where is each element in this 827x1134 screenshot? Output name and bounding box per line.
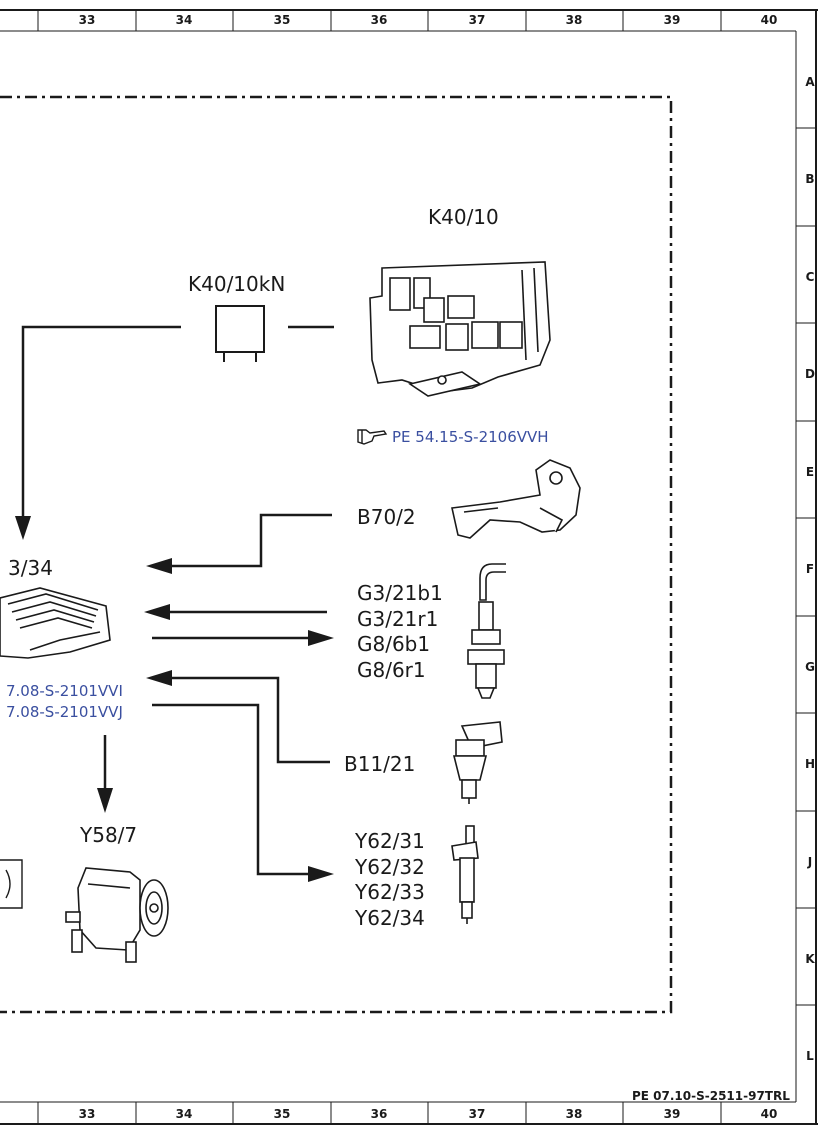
drawing-frame <box>0 9 818 1125</box>
column-label-bottom: 37 <box>468 1107 486 1121</box>
temperature-sensor-icon <box>452 721 503 804</box>
row-label: E <box>805 465 815 479</box>
column-label-bottom: 33 <box>78 1107 96 1121</box>
hand-pointer-icon <box>357 429 388 445</box>
component-label-b70-2: B70/2 <box>357 505 416 529</box>
component-label-ecu: 3/34 <box>8 556 53 580</box>
row-label: J <box>807 855 813 869</box>
component-label-k40-10: K40/10 <box>428 205 499 229</box>
relay-k40-10kn-icon <box>215 305 265 362</box>
row-label: C <box>805 270 815 284</box>
connector-stub-icon <box>0 859 23 909</box>
fuse-relay-module-icon <box>369 261 551 397</box>
reference-link-fuse-box[interactable]: PE 54.15-S-2106VVH <box>392 428 549 446</box>
component-label-g3-21r1: G3/21r1 <box>357 606 439 631</box>
column-label-bottom: 40 <box>760 1107 778 1121</box>
column-label-bottom: 36 <box>370 1107 388 1121</box>
column-label: 38 <box>565 13 583 27</box>
injector-labels: Y62/31 Y62/32 Y62/33 Y62/34 <box>355 829 425 931</box>
row-label: H <box>804 757 816 771</box>
column-label: 40 <box>760 13 778 27</box>
column-label-bottom: 39 <box>663 1107 681 1121</box>
oxygen-sensor-labels: G3/21b1 G3/21r1 G8/6b1 G8/6r1 <box>357 581 443 683</box>
component-label-b11-21: B11/21 <box>344 752 416 776</box>
document-reference: PE 07.10-S-2511-97TRL <box>632 1089 790 1103</box>
row-label: G <box>805 660 815 674</box>
component-label-y62-32: Y62/32 <box>355 854 425 879</box>
valve-actuator-icon <box>65 867 169 963</box>
wiring <box>21 325 334 876</box>
column-label: 35 <box>273 13 291 27</box>
glow-plug-injector-icon <box>451 825 479 924</box>
column-label: 37 <box>468 13 486 27</box>
component-label-y62-34: Y62/34 <box>355 905 425 930</box>
crankshaft-sensor-icon <box>451 459 581 539</box>
column-label-bottom: 34 <box>175 1107 193 1121</box>
row-label: D <box>805 367 815 381</box>
reference-link-ecu-2[interactable]: 7.08-S-2101VVJ <box>6 703 123 721</box>
component-label-g8-6b1: G8/6b1 <box>357 632 431 656</box>
row-label: A <box>805 75 815 89</box>
row-label: L <box>806 1049 814 1063</box>
component-label-y62-31: Y62/31 <box>355 829 425 853</box>
column-label-bottom: 38 <box>565 1107 583 1121</box>
component-label-k40-10kn: K40/10kN <box>188 272 286 296</box>
column-label: 36 <box>370 13 388 27</box>
row-label: K <box>805 952 815 966</box>
arrowheads <box>15 516 334 882</box>
component-label-g3-21b1: G3/21b1 <box>357 581 443 605</box>
component-label-y62-33: Y62/33 <box>355 880 425 904</box>
reference-link-ecu-1[interactable]: 7.08-S-2101VVI <box>6 682 123 700</box>
row-label: B <box>805 172 815 186</box>
module-boundary <box>0 95 673 1014</box>
component-label-y58-7: Y58/7 <box>80 823 138 847</box>
ecu-module-icon <box>0 587 111 659</box>
oxygen-sensor-icon <box>467 563 506 699</box>
component-label-g8-6r1: G8/6r1 <box>357 657 426 682</box>
row-label: F <box>805 562 815 576</box>
column-label: 34 <box>175 13 193 27</box>
column-label: 39 <box>663 13 681 27</box>
column-label-bottom: 35 <box>273 1107 291 1121</box>
column-label: 33 <box>78 13 96 27</box>
